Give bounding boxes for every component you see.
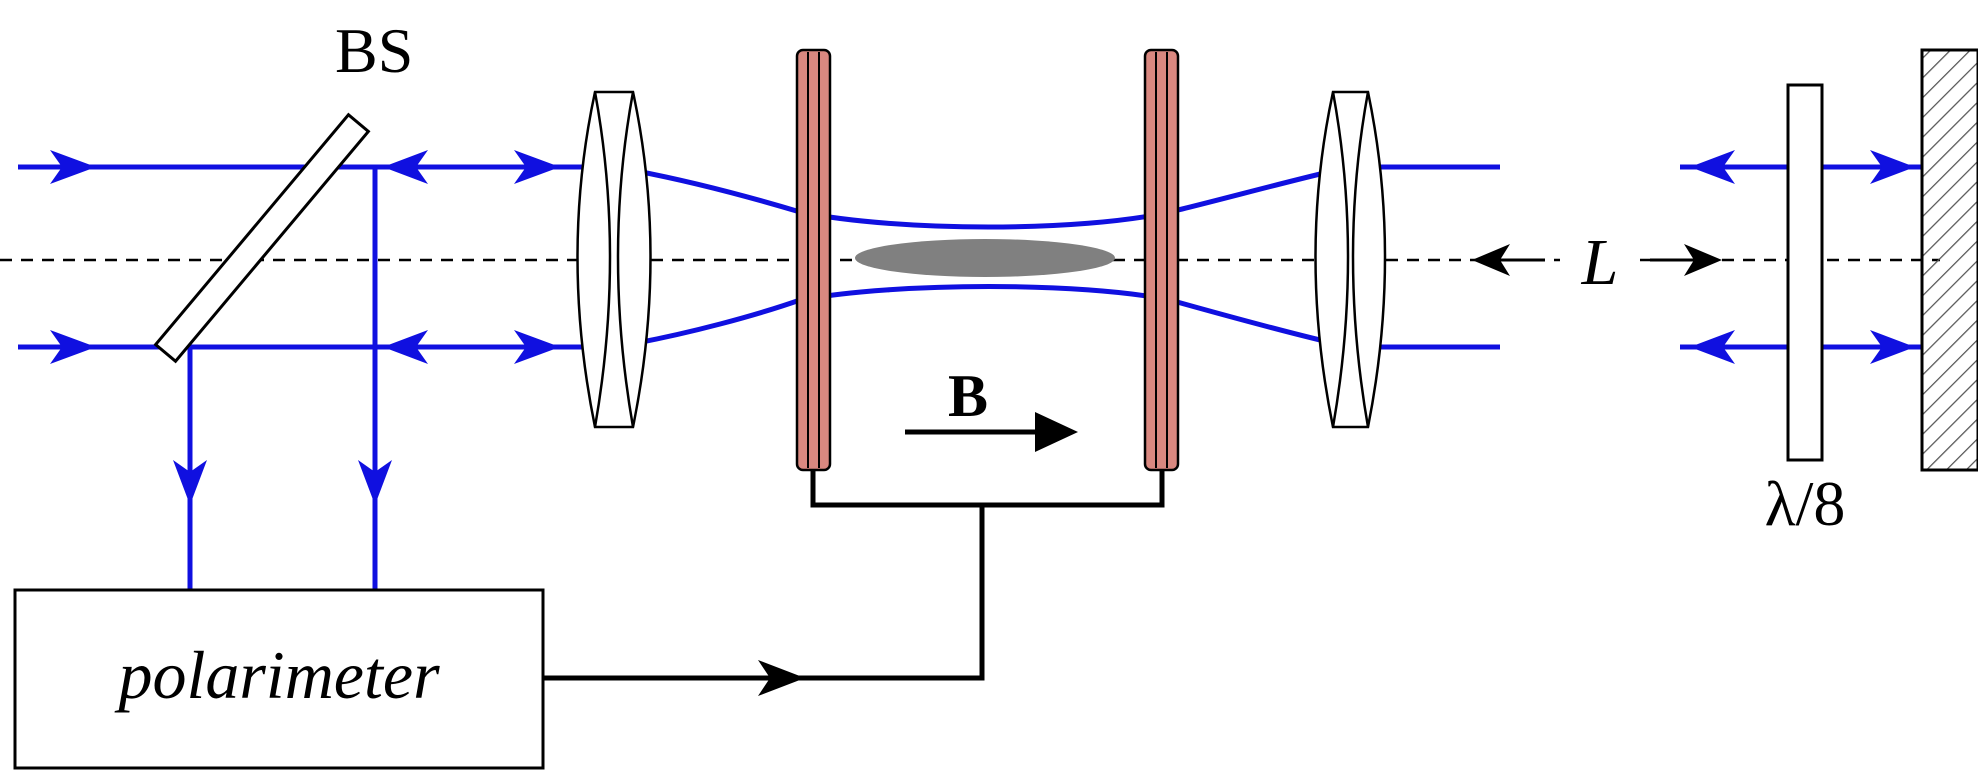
polarimeter-box [13,588,545,770]
right-coil [1143,48,1180,472]
left-beams [18,164,615,590]
arrow-right-top-right [1870,150,1915,184]
arrow-right-bottom-in [50,330,96,364]
arrow-right-top-lens [514,150,560,184]
arrow-left-bottom-right [1690,330,1735,364]
left-lens [576,90,652,429]
focusing-beams [614,164,1500,350]
right-lens [1314,90,1387,429]
waveplate [1786,83,1824,462]
arrow-down-right [358,460,392,505]
beam-splitter-label: BS [335,15,413,86]
beam-arrowheads [50,150,1915,505]
arrow-right-top-in [50,150,96,184]
left-coil [795,48,832,472]
arrow-down-left [173,460,207,505]
distance-label: L [1581,226,1619,299]
mirror [1920,48,1978,472]
distance-arrow [1472,244,1722,276]
arrow-left-top-right [1690,150,1735,184]
beam-splitter [153,112,371,364]
arrow-left-bottom-return [383,330,428,364]
distance-label-bg [1560,215,1640,295]
magnetic-field-arrow [905,412,1078,452]
waveplate-label: λ/8 [1765,468,1846,539]
signal-arrowhead [758,660,805,696]
arrow-right-bottom-right [1870,330,1915,364]
sample-ellipse [855,239,1115,277]
polarimeter-label: polarimeter [114,637,440,713]
coil-wiring [543,470,1165,681]
arrow-right-bottom-lens [514,330,560,364]
arrow-left-top-return [383,150,428,184]
magnetic-field-label: B [948,363,988,429]
